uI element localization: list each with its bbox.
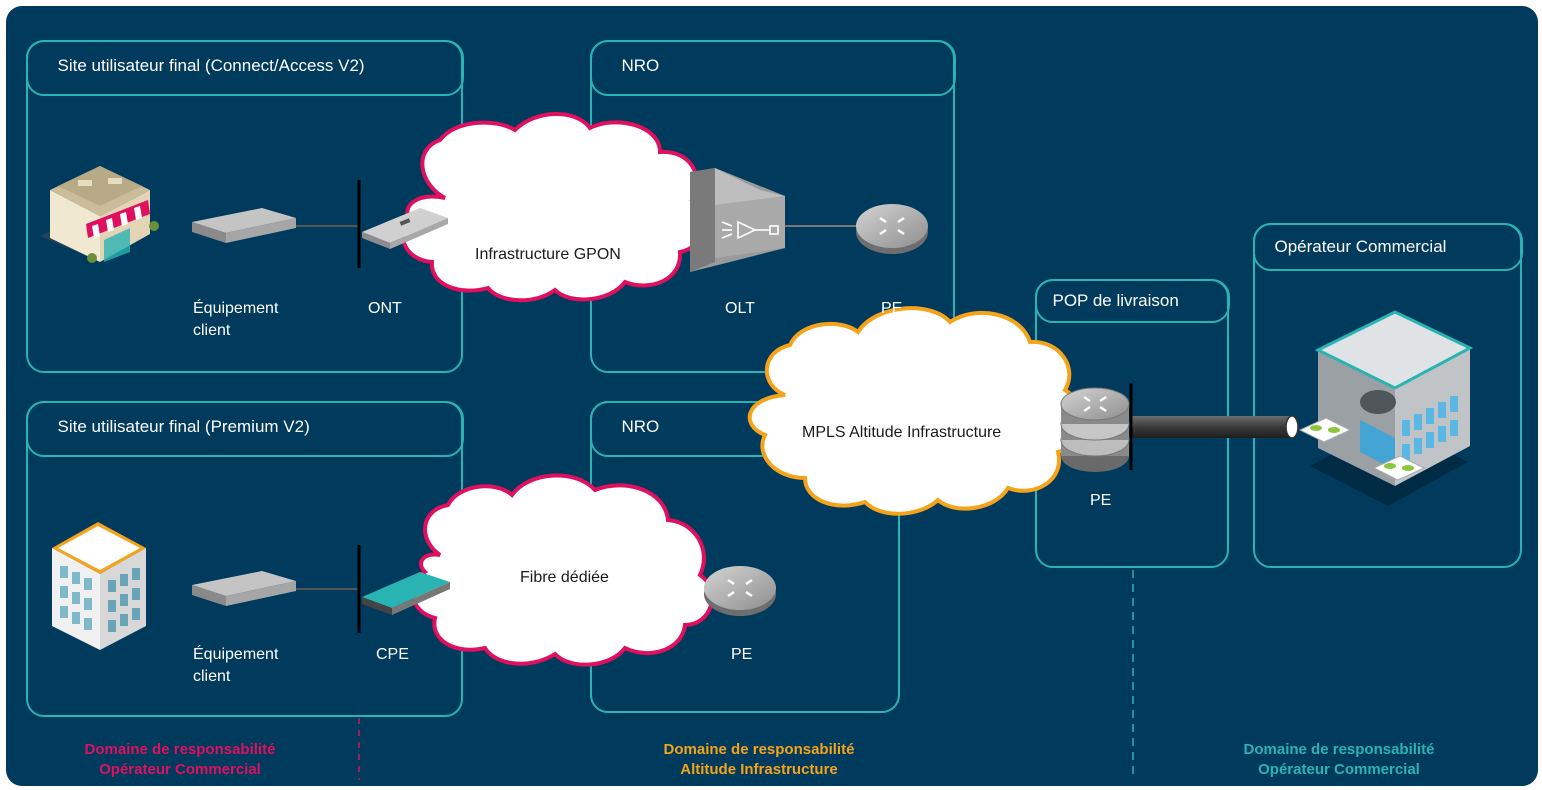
operator-header: Opérateur Commercial <box>1252 222 1523 271</box>
shop-icon <box>40 166 159 263</box>
cpe-label: CPE <box>376 646 409 663</box>
router-icon <box>856 204 928 254</box>
cloud-mpls <box>747 306 1085 516</box>
site-connect-box: Site utilisateur final (Connect/Access V… <box>25 39 464 373</box>
ont-label: ONT <box>368 300 402 317</box>
cloud-fibre <box>410 473 714 667</box>
pe-top-label: PE <box>881 300 903 317</box>
cloud-gpon-label: Infrastructure GPON <box>475 246 621 263</box>
equip-client-top-label-1: Équipement <box>193 300 279 317</box>
domain-center-line1: Domaine de responsabilité <box>663 741 855 758</box>
site-premium-box: Site utilisateur final (Premium V2) <box>25 400 464 717</box>
cloud-mpls-label: MPLS Altitude Infrastructure <box>802 424 1002 441</box>
nro-bottom-title: NRO <box>621 416 660 436</box>
cloud-fibre-label: Fibre dédiée <box>520 569 609 586</box>
customer-equipment-icon <box>192 571 296 606</box>
domain-center: Domaine de responsabilité Altitude Infra… <box>639 740 879 780</box>
equip-client-top-label-2: client <box>193 322 231 339</box>
equip-client-bottom-label-2: client <box>193 668 231 685</box>
site-connect-header: Site utilisateur final (Connect/Access V… <box>25 39 464 96</box>
domain-right: Domaine de responsabilité Opérateur Comm… <box>1219 740 1459 780</box>
cpe-icon <box>362 572 450 615</box>
domain-left: Domaine de responsabilité Opérateur Comm… <box>60 740 300 780</box>
operator-box: Opérateur Commercial <box>1252 222 1523 568</box>
customer-equipment-icon <box>192 208 296 243</box>
pop-header: POP de livraison <box>1034 278 1230 323</box>
pop-title: POP de livraison <box>1052 290 1179 310</box>
domain-left-line1: Domaine de responsabilité <box>84 741 276 758</box>
datacenter-building-icon <box>1298 310 1474 506</box>
operator-title: Opérateur Commercial <box>1274 236 1447 256</box>
equip-client-bottom-label-1: Équipement <box>193 646 279 663</box>
nro-top-header: NRO <box>589 39 956 96</box>
domain-right-line2: Opérateur Commercial <box>1258 761 1420 778</box>
router-icon <box>704 566 776 616</box>
domain-center-line2: Altitude Infrastructure <box>680 761 838 778</box>
site-premium-header: Site utilisateur final (Premium V2) <box>25 400 464 457</box>
router-stack-icon <box>1060 387 1130 472</box>
pe-bottom-label: PE <box>731 646 753 663</box>
site-connect-title: Site utilisateur final (Connect/Access V… <box>57 55 365 75</box>
ont-icon <box>362 208 448 249</box>
domain-left-line2: Opérateur Commercial <box>99 761 261 778</box>
office-building-icon <box>52 522 146 650</box>
delivery-link-tube <box>1132 415 1299 439</box>
site-premium-title: Site utilisateur final (Premium V2) <box>57 416 310 436</box>
cloud-gpon <box>401 112 705 303</box>
olt-label: OLT <box>725 300 755 317</box>
nro-top-title: NRO <box>621 55 660 75</box>
domain-right-line1: Domaine de responsabilité <box>1243 741 1435 758</box>
olt-icon <box>690 168 785 272</box>
pe-pop-label: PE <box>1090 492 1112 509</box>
